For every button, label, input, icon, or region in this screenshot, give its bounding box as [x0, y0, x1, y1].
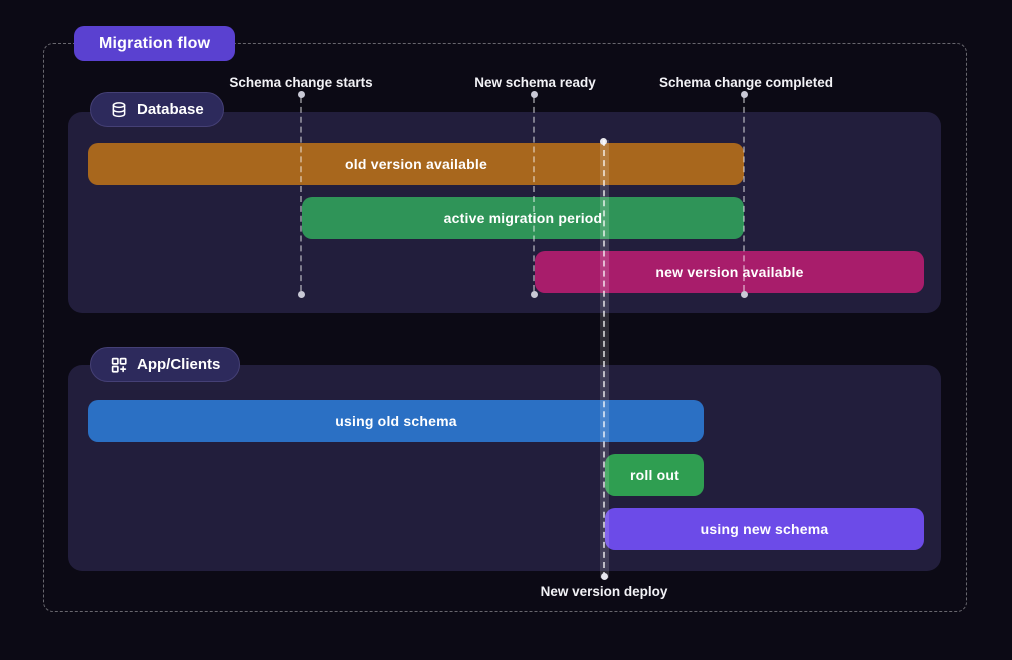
- deploy-line: [600, 140, 609, 578]
- bar-using-new-schema: using new schema: [605, 508, 924, 550]
- deploy-label: New version deploy: [540, 584, 668, 599]
- database-badge: Database: [90, 92, 224, 127]
- milestone-dot-bottom: [531, 291, 538, 298]
- bar-old-version-available: old version available: [88, 143, 744, 185]
- dashed-frame: [43, 43, 967, 612]
- diagram-title-badge: Migration flow: [74, 26, 236, 61]
- milestone-line-new-schema-ready: [533, 97, 535, 291]
- milestone-dot-bottom: [741, 291, 748, 298]
- deploy-dot-bottom: [601, 573, 608, 580]
- database-badge-label: Database: [137, 101, 204, 118]
- milestone-line-schema-change-starts: [300, 97, 302, 291]
- bar-using-old-schema: using old schema: [88, 400, 704, 442]
- milestone-line-schema-change-completed: [743, 97, 745, 291]
- milestone-dot-top: [741, 91, 748, 98]
- grid-plus-icon: [110, 356, 128, 374]
- app-clients-badge: App/Clients: [90, 347, 241, 382]
- milestone-label-schema-change-starts: Schema change starts: [229, 75, 373, 90]
- app-clients-badge-label: App/Clients: [137, 356, 221, 373]
- milestone-label-new-schema-ready: New schema ready: [474, 75, 596, 90]
- bar-active-migration-period: active migration period: [302, 197, 744, 239]
- milestone-dot-top: [531, 91, 538, 98]
- milestone-label-schema-change-completed: Schema change completed: [658, 75, 834, 90]
- milestone-dot-bottom: [298, 291, 305, 298]
- bar-new-version-available: new version available: [535, 251, 924, 293]
- milestone-dot-top: [298, 91, 305, 98]
- database-icon: [110, 101, 128, 119]
- bar-roll-out: roll out: [605, 454, 704, 496]
- deploy-line-dashes: [603, 140, 605, 578]
